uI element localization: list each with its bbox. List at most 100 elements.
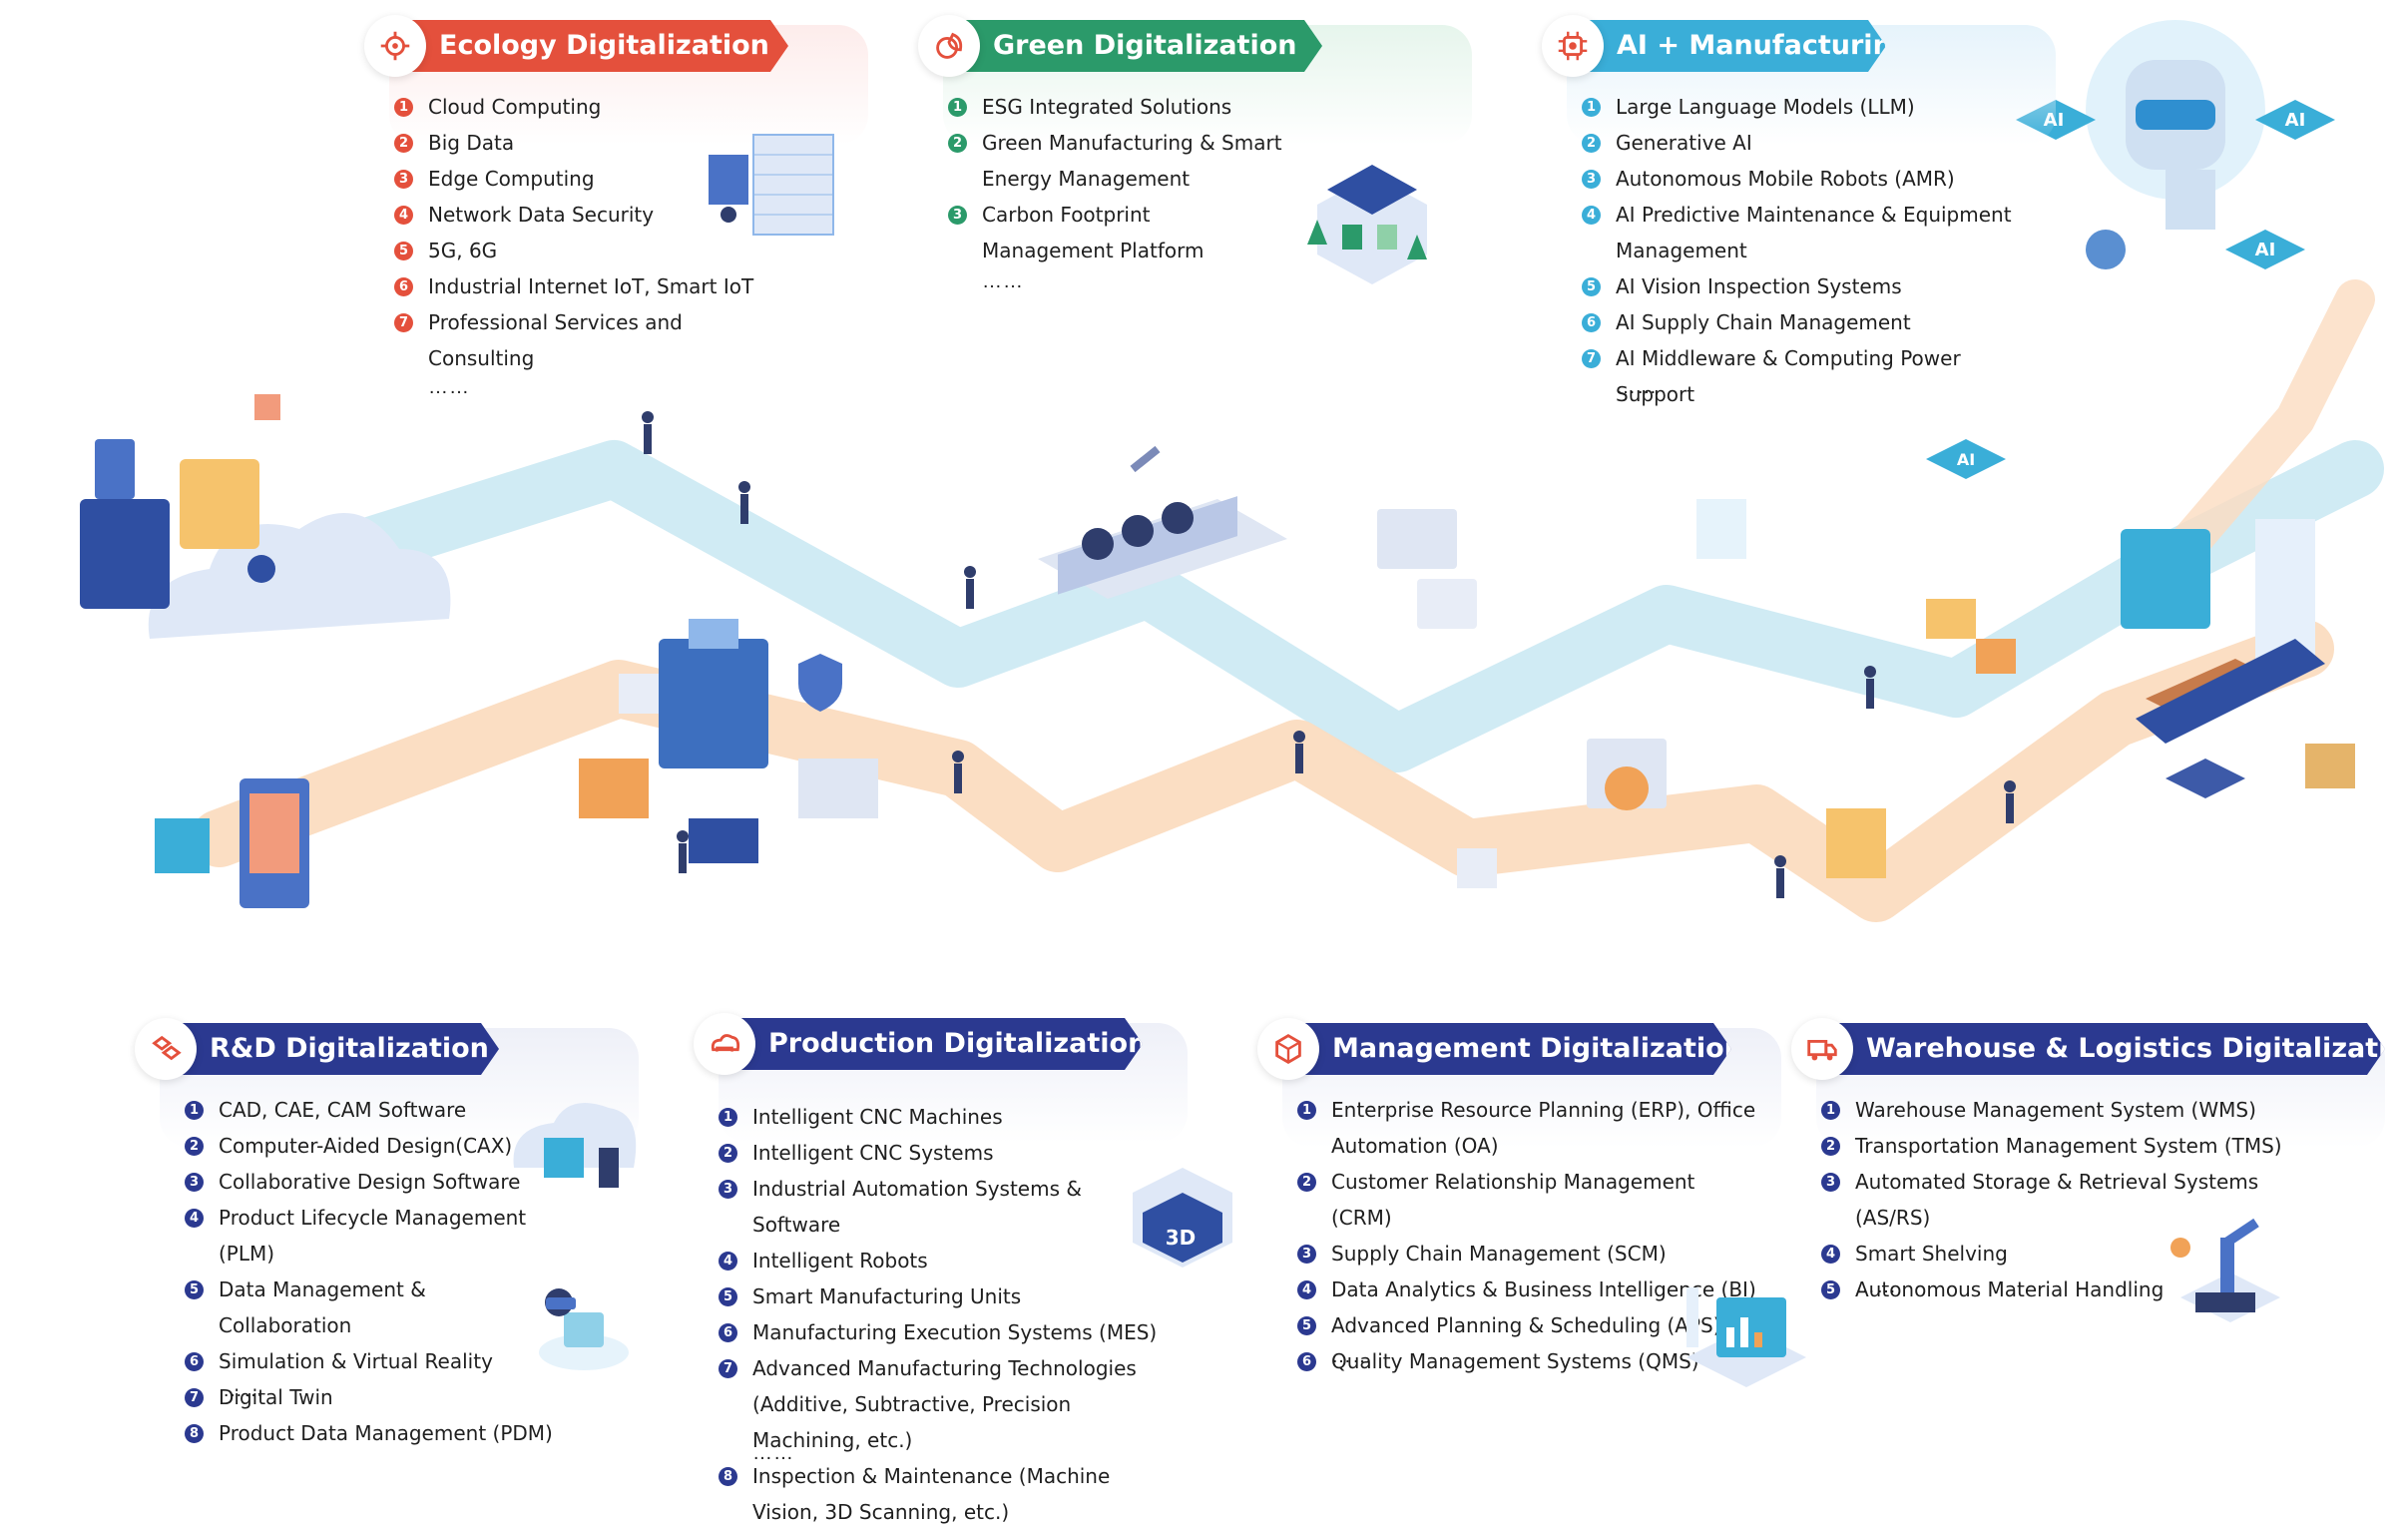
item-label: Transportation Management System (TMS) — [1855, 1134, 2282, 1158]
item-number-badge: 3 — [1821, 1173, 1840, 1192]
item-number-badge: 5 — [719, 1287, 737, 1306]
item-label: ESG Integrated Solutions — [982, 95, 1232, 119]
server-rack-illustration — [704, 95, 843, 245]
ecology-digitalization-card: Ecology Digitalization 1 Cloud Computing 2… — [364, 15, 868, 414]
item-number-badge: 4 — [719, 1252, 737, 1271]
ai-item-6: 6 AI Supply Chain Management — [1582, 304, 2021, 340]
card-title: AI + Manufacturing — [1587, 20, 1886, 72]
item-number-badge: 5 — [185, 1280, 204, 1299]
lower-route-path — [191, 620, 2334, 922]
item-number-badge: 5 — [1582, 277, 1601, 296]
more-indicator: …… — [752, 1442, 794, 1464]
item-number-badge: 1 — [719, 1108, 737, 1127]
card-title: Green Digitalization — [963, 20, 1322, 72]
digital-transformation-map: AI AI AI AI — [80, 20, 2384, 922]
data-center-illustration — [579, 619, 878, 863]
item-number-badge: 3 — [719, 1180, 737, 1199]
item-label: Product Data Management (PDM) — [219, 1421, 553, 1445]
item-label: Carbon Footprint Management Platform — [982, 203, 1204, 262]
analytics-dashboard-illustration — [1677, 1277, 1816, 1407]
item-number-badge: 1 — [1582, 98, 1601, 117]
item-label: CAD, CAE, CAM Software — [219, 1098, 467, 1122]
item-number-badge: 1 — [185, 1101, 204, 1120]
item-number-badge: 3 — [185, 1173, 204, 1192]
item-label: 5G, 6G — [428, 239, 498, 262]
green-building-illustration — [1302, 145, 1432, 284]
item-number-badge: 1 — [1297, 1101, 1316, 1120]
item-number-badge: 4 — [1297, 1280, 1316, 1299]
people-figures — [642, 411, 2016, 898]
production-item-8: 8 Inspection & Maintenance (Machine Visio… — [719, 1458, 1163, 1530]
cloud-workstation-illustration — [504, 1088, 644, 1208]
item-number-badge: 6 — [185, 1352, 204, 1371]
item-label: Green Manufacturing & Smart Energy Manag… — [982, 131, 1282, 191]
item-label: AI Supply Chain Management — [1616, 310, 1911, 334]
card-title: Ecology Digitalization — [409, 20, 788, 72]
rd-screen-illustration — [155, 778, 309, 908]
item-label: Industrial Internet IoT, Smart IoT — [428, 274, 754, 298]
item-number-badge: 1 — [394, 98, 413, 117]
item-number-badge: 4 — [185, 1209, 204, 1228]
item-label: Autonomous Material Handling — [1855, 1277, 2165, 1301]
item-label: Inspection & Maintenance (Machine Vision… — [752, 1464, 1111, 1524]
design-tools-icon — [135, 1018, 197, 1080]
item-number-badge: 6 — [1297, 1352, 1316, 1371]
3d-printer-illustration: 3D — [1123, 1153, 1242, 1273]
item-label: Cloud Computing — [428, 95, 602, 119]
item-number-badge: 7 — [719, 1359, 737, 1378]
assembly-line-illustration — [1038, 445, 1287, 599]
green-item-1: 1 ESG Integrated Solutions — [948, 89, 1287, 125]
item-number-badge: 2 — [719, 1144, 737, 1163]
item-label: Data Analytics & Business Intelligence (… — [1331, 1277, 1756, 1301]
item-label: Computer-Aided Design(CAX) — [219, 1134, 513, 1158]
item-label: Product Lifecycle Management (PLM) — [219, 1206, 527, 1266]
item-number-badge: 7 — [185, 1388, 204, 1407]
item-number-badge: 5 — [1821, 1280, 1840, 1299]
warehouse-item-3: 3 Automated Storage & Retrieval Systems (… — [1821, 1164, 2310, 1236]
ai-chip-illustration: AI — [1926, 439, 2006, 479]
item-number-badge: 3 — [1582, 170, 1601, 189]
item-label: Enterprise Resource Planning (ERP), Offi… — [1331, 1098, 1756, 1158]
item-label: Digital Twin — [219, 1385, 333, 1409]
item-number-badge: 8 — [185, 1424, 204, 1443]
item-label: Large Language Models (LLM) — [1616, 95, 1915, 119]
card-title: R&D Digitalization — [180, 1023, 499, 1075]
delivery-truck-icon — [1791, 1018, 1853, 1080]
more-indicator: …… — [428, 376, 470, 398]
ecology-item-6: 6 Industrial Internet IoT, Smart IoT — [394, 268, 793, 304]
office-illustration — [1377, 499, 1886, 888]
item-label: Intelligent CNC Machines — [752, 1105, 1003, 1129]
item-label: Automated Storage & Retrieval Systems (A… — [1855, 1170, 2259, 1230]
item-label: Edge Computing — [428, 167, 595, 191]
item-label: Simulation & Virtual Reality — [219, 1349, 493, 1373]
item-number-badge: 1 — [948, 98, 967, 117]
ai-chip-label-bottom: AI — [2255, 240, 2276, 260]
logistics-illustration — [1926, 519, 2355, 798]
item-number-badge: 6 — [394, 277, 413, 296]
item-number-badge: 4 — [394, 206, 413, 225]
item-number-badge: 8 — [719, 1467, 737, 1486]
item-label: Collaborative Design Software — [219, 1170, 521, 1194]
management-item-4: 4 Data Analytics & Business Intelligence … — [1297, 1272, 1756, 1307]
item-number-badge: 6 — [1582, 313, 1601, 332]
item-label: Supply Chain Management (SCM) — [1331, 1242, 1667, 1266]
cube-box-icon — [1257, 1018, 1319, 1080]
rd-item-4: 4 Product Lifecycle Management (PLM) — [185, 1200, 564, 1272]
svg-text:AI: AI — [1957, 450, 1975, 469]
